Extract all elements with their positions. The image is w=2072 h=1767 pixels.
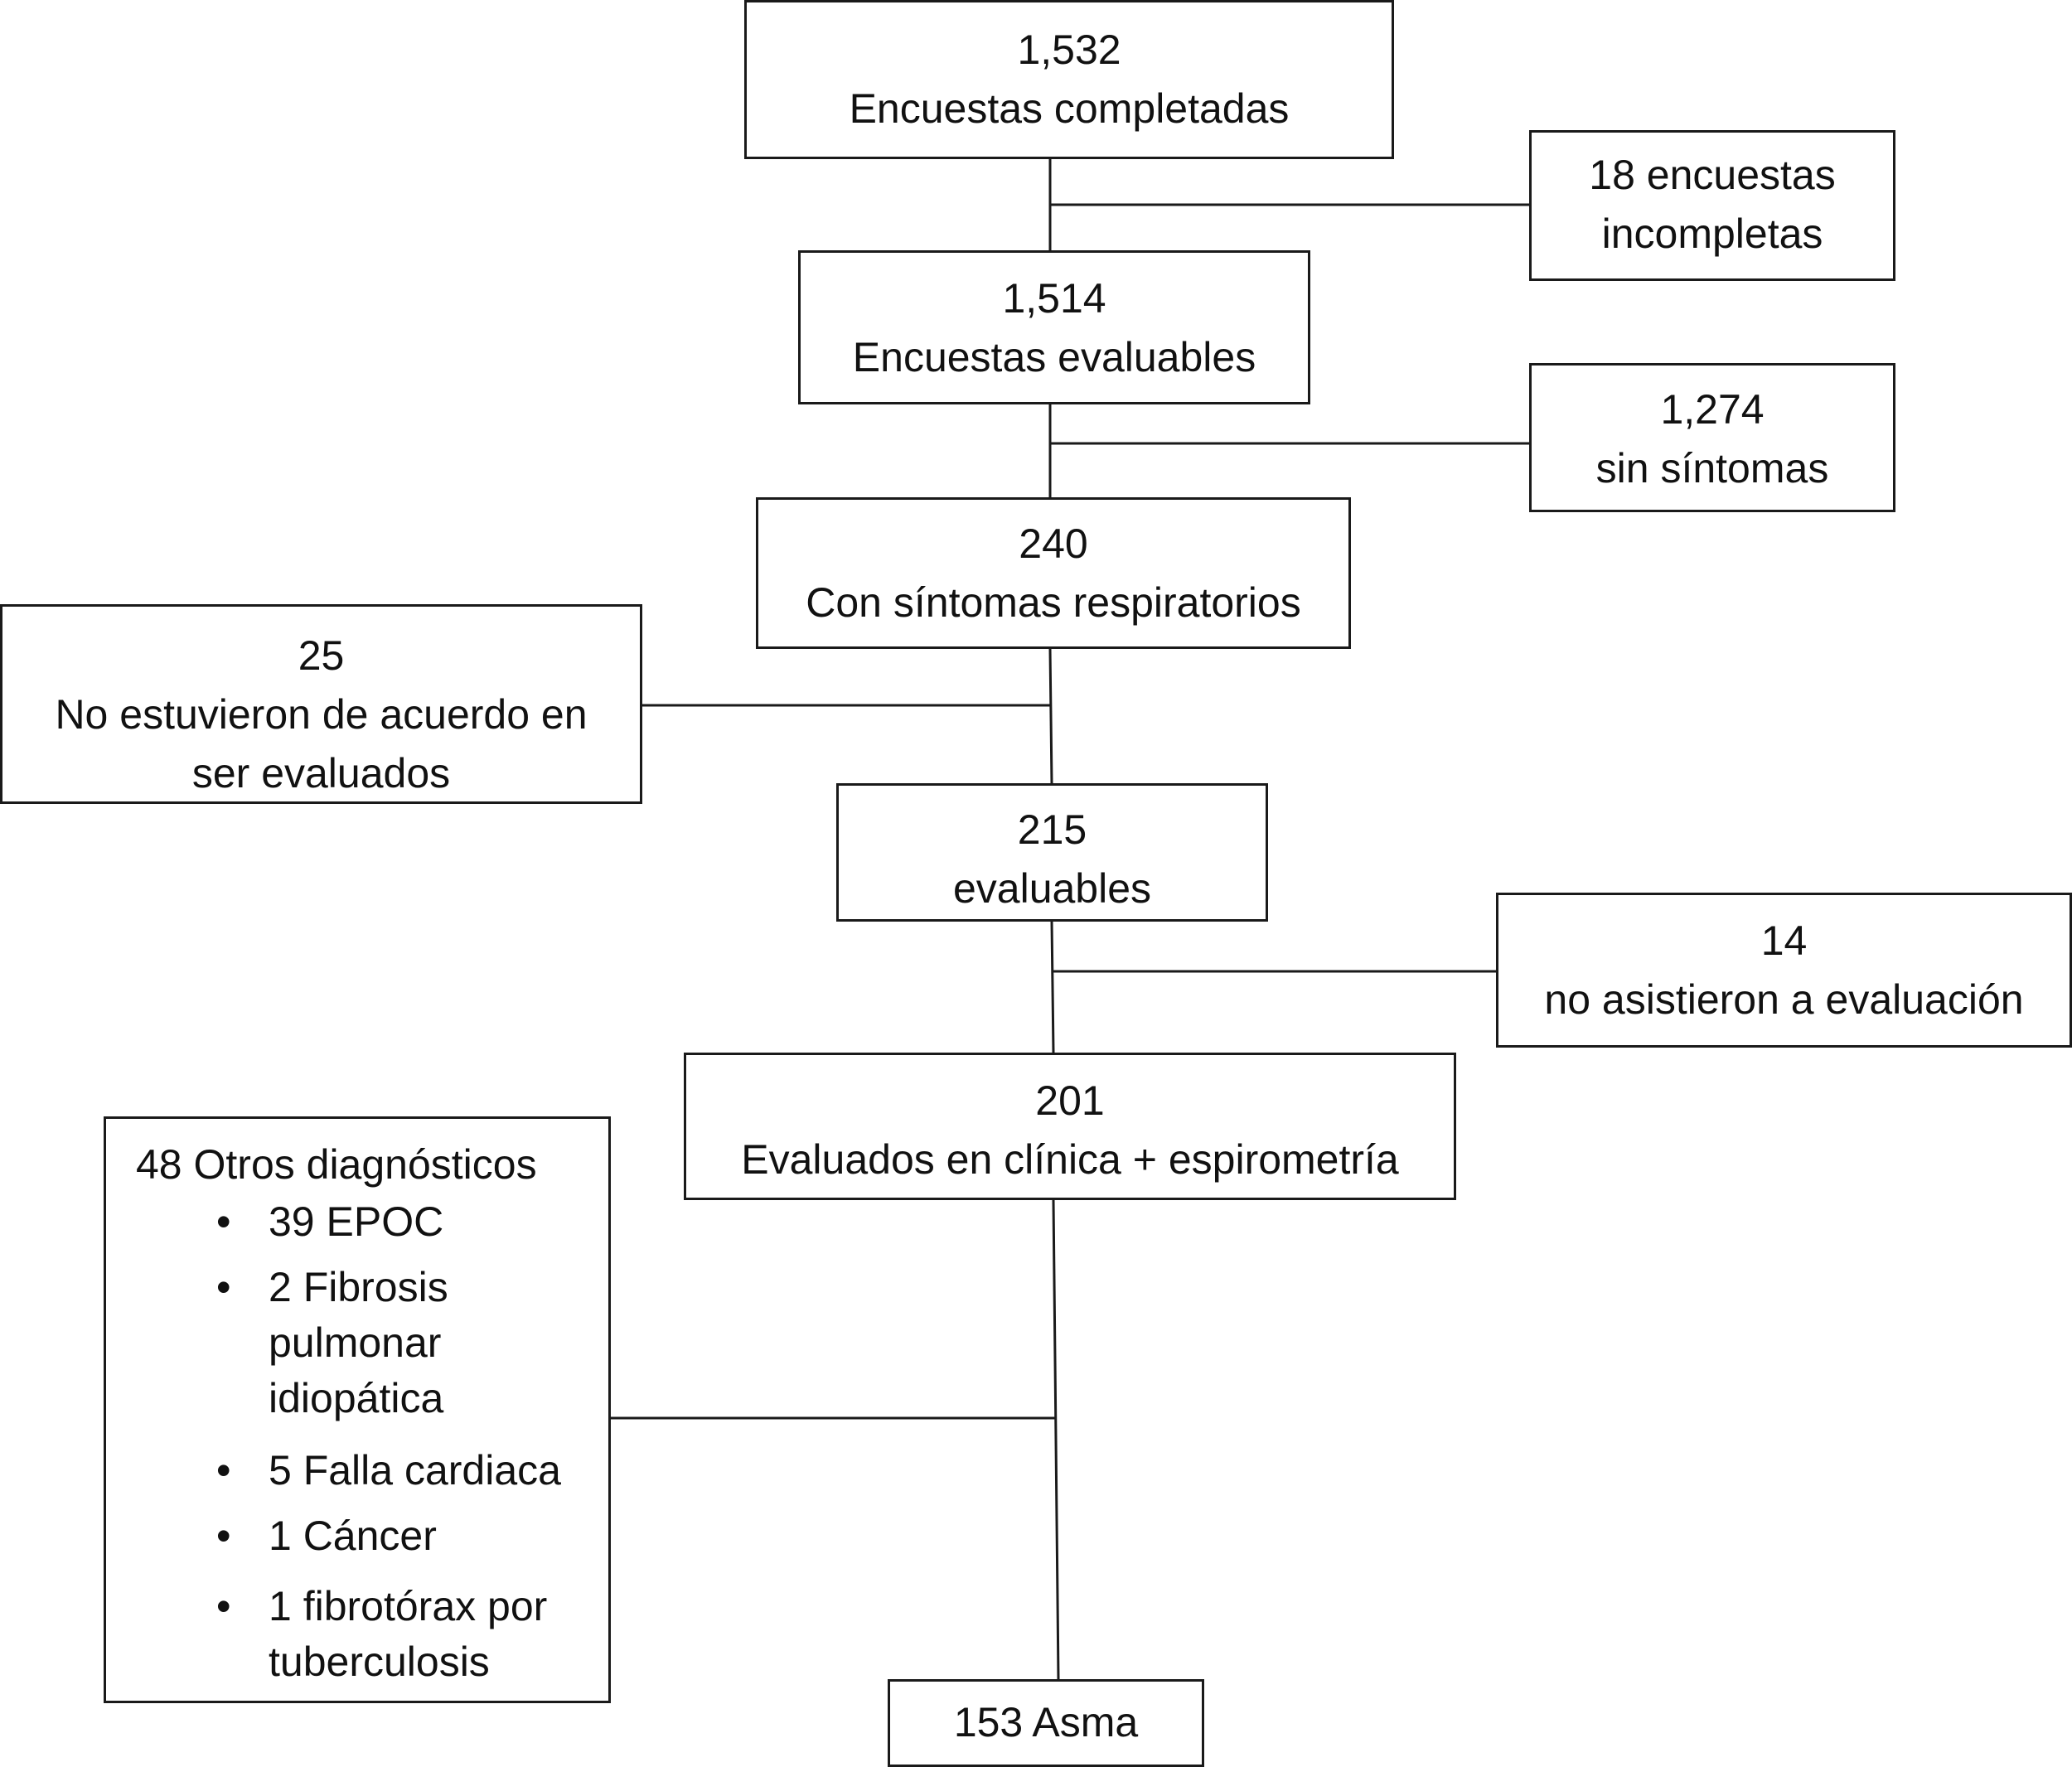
list-item: • 2 Fibrosis pulmonar idiopática — [106, 1260, 603, 1426]
evaluados-clinica-count: 201 — [1035, 1077, 1105, 1124]
connector-evaluables-clinica — [1050, 921, 1055, 1053]
otros-diagnosticos-list: • 39 EPOC • 2 Fibrosis pulmonar idiopáti… — [106, 1194, 608, 1690]
connector-sintomas-evaluables — [1048, 648, 1053, 784]
evaluables-box: 215 evaluables — [836, 783, 1268, 922]
con-sintomas-count: 240 — [1019, 520, 1088, 567]
bullet-icon: • — [216, 1583, 231, 1629]
list-item: • 1 Cáncer — [106, 1508, 603, 1564]
asma-label: 153 Asma — [953, 1699, 1139, 1745]
bullet-icon: • — [216, 1264, 231, 1310]
bullet-icon: • — [216, 1513, 231, 1559]
evaluados-clinica-label: Evaluados en clínica + espirometría — [741, 1136, 1399, 1183]
con-sintomas-label: Con síntomas respiratorios — [806, 579, 1301, 626]
encuestas-incompletas-line2: incompletas — [1601, 211, 1823, 257]
encuestas-incompletas-box: 18 encuestas incompletas — [1529, 130, 1895, 281]
evaluables-label: evaluables — [952, 865, 1152, 912]
encuestas-evaluables-count: 1,514 — [1002, 275, 1106, 322]
otros-item-cancer: 1 Cáncer — [269, 1513, 437, 1559]
asma-box: 153 Asma — [888, 1679, 1204, 1767]
no-acuerdo-line2: ser evaluados — [191, 750, 451, 796]
otros-item-epoc: 39 EPOC — [269, 1198, 444, 1245]
no-acuerdo-line1: No estuvieron de acuerdo en — [55, 691, 588, 738]
sin-sintomas-label: sin síntomas — [1595, 445, 1829, 491]
encuestas-evaluables-box: 1,514 Encuestas evaluables — [798, 250, 1310, 404]
otros-item-fibrosis: 2 Fibrosis pulmonar idiopática — [269, 1264, 448, 1421]
otros-item-fibrotorax: 1 fibrotórax por tuberculosis — [269, 1583, 548, 1685]
otros-diagnosticos-title: 48 Otros diagnósticos — [136, 1141, 537, 1188]
no-acuerdo-box: 25 No estuvieron de acuerdo en ser evalu… — [0, 604, 642, 804]
no-asistieron-box: 14 no asistieron a evaluación — [1496, 893, 2072, 1048]
connector-clinica-asma — [1052, 1199, 1060, 1680]
encuestas-completadas-count: 1,532 — [1017, 27, 1121, 73]
evaluados-clinica-box: 201 Evaluados en clínica + espirometría — [684, 1053, 1456, 1200]
con-sintomas-box: 240 Con síntomas respiratorios — [756, 497, 1351, 649]
sin-sintomas-box: 1,274 sin síntomas — [1529, 363, 1895, 512]
no-asistieron-count: 14 — [1760, 917, 1808, 964]
otros-diagnosticos-box: 48 Otros diagnósticos • 39 EPOC • 2 Fibr… — [104, 1116, 611, 1703]
bullet-icon: • — [216, 1198, 231, 1245]
bullet-icon: • — [216, 1447, 231, 1493]
encuestas-incompletas-line1: 18 encuestas — [1589, 152, 1836, 198]
list-item: • 5 Falla cardiaca — [106, 1443, 603, 1498]
no-asistieron-label: no asistieron a evaluación — [1544, 976, 2024, 1023]
encuestas-evaluables-label: Encuestas evaluables — [852, 334, 1256, 380]
otros-item-falla-cardiaca: 5 Falla cardiaca — [269, 1447, 561, 1493]
sin-sintomas-count: 1,274 — [1660, 386, 1765, 433]
encuestas-completadas-box: 1,532 Encuestas completadas — [744, 0, 1394, 159]
encuestas-completadas-label: Encuestas completadas — [849, 85, 1290, 132]
list-item: • 39 EPOC — [106, 1194, 603, 1250]
evaluables-count: 215 — [1017, 806, 1087, 853]
no-acuerdo-count: 25 — [298, 632, 345, 679]
list-item: • 1 fibrotórax por tuberculosis — [106, 1579, 603, 1690]
